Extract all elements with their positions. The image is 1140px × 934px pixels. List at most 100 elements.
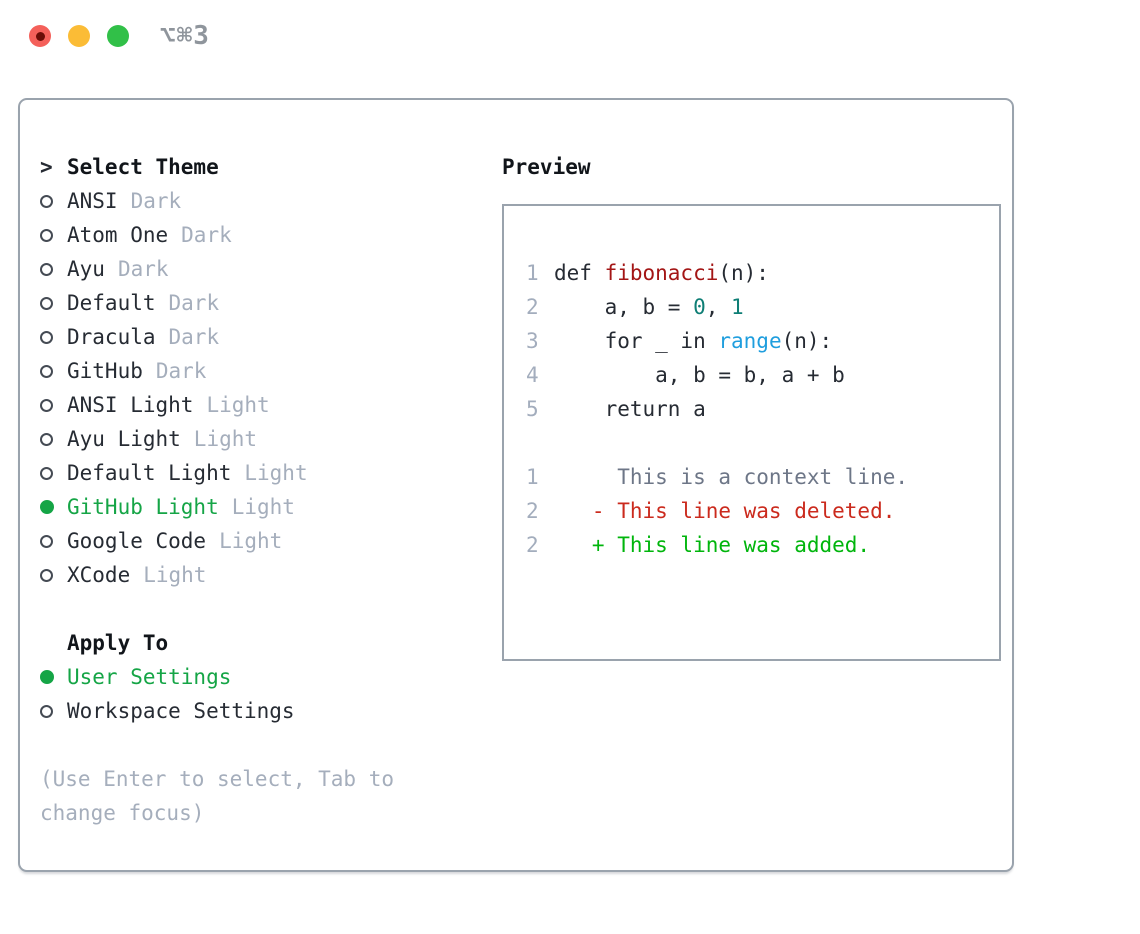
line-number: 2 xyxy=(526,499,539,523)
theme-variant-tag: Light xyxy=(244,461,308,485)
code-line: 5 return a xyxy=(526,392,999,426)
theme-option-dracula[interactable]: Dracula Dark xyxy=(40,320,490,354)
theme-option-github-light[interactable]: GitHub Light Light xyxy=(40,490,490,524)
code-token-number: 0 xyxy=(693,295,706,319)
theme-variant-tag: Dark xyxy=(155,359,207,383)
theme-option-default-light[interactable]: Default Light Light xyxy=(40,456,490,490)
apply-to-header: Apply To xyxy=(40,626,490,660)
select-theme-header: > Select Theme xyxy=(40,150,490,184)
title-bar: ⌥⌘3 xyxy=(0,0,1140,72)
theme-option-label: XCode xyxy=(67,563,131,587)
theme-option-label: Ayu Light xyxy=(67,427,181,451)
theme-variant-tag: Dark xyxy=(181,223,232,247)
theme-option-xcode[interactable]: XCode Light xyxy=(40,558,490,592)
radio-unselected-icon xyxy=(40,262,53,276)
code-line: 2 a, b = 0, 1 xyxy=(526,290,999,324)
theme-option-label: Default Light xyxy=(67,461,232,485)
blank-line xyxy=(526,426,999,460)
close-button-icon[interactable] xyxy=(29,25,51,47)
code-token-plain: return a xyxy=(554,397,706,421)
theme-variant-tag: Light xyxy=(231,495,295,519)
radio-unselected-icon xyxy=(40,296,53,310)
diff-sample: 1 This is a context line. 2 - This line w… xyxy=(526,460,999,562)
help-text: (Use Enter to select, Tab to change focu… xyxy=(40,767,395,825)
theme-variant-tag: Light xyxy=(219,529,283,553)
theme-option-default[interactable]: Default Dark xyxy=(40,286,490,320)
theme-option-atom-one[interactable]: Atom One Dark xyxy=(40,218,490,252)
apply-option-label: Workspace Settings xyxy=(67,699,295,723)
zoom-button-icon[interactable] xyxy=(107,25,129,47)
window-title: ⌥⌘3 xyxy=(160,21,210,51)
code-token-plain: def xyxy=(554,261,605,285)
radio-unselected-icon xyxy=(40,194,53,208)
apply-option-user-settings[interactable]: User Settings xyxy=(40,660,490,694)
traffic-lights xyxy=(29,25,129,47)
theme-option-label: GitHub xyxy=(67,359,143,383)
line-number: 2 xyxy=(526,533,539,557)
code-token-plain: (n): xyxy=(718,261,769,285)
line-number: 4 xyxy=(526,363,539,387)
theme-variant-tag: Light xyxy=(206,393,270,417)
theme-variant-tag: Light xyxy=(193,427,258,451)
line-number: 1 xyxy=(526,465,539,489)
radio-unselected-icon xyxy=(40,432,53,446)
code-token-plain: a, b = xyxy=(554,295,694,319)
diff-line-deleted: 2 - This line was deleted. xyxy=(526,494,999,528)
code-line: 3 for _ in range(n): xyxy=(526,324,999,358)
theme-option-label: Atom One xyxy=(67,223,169,247)
code-token-number: 1 xyxy=(731,295,744,319)
theme-variant-tag: Dark xyxy=(130,189,182,213)
caret-icon: > xyxy=(40,155,53,179)
theme-option-ansi[interactable]: ANSI Dark xyxy=(40,184,490,218)
theme-option-github[interactable]: GitHub Dark xyxy=(40,354,490,388)
theme-variant-tag: Dark xyxy=(168,325,220,349)
radio-unselected-icon xyxy=(40,466,53,480)
theme-option-label: Ayu xyxy=(67,257,105,281)
radio-unselected-icon xyxy=(40,364,53,378)
select-theme-title: Select Theme xyxy=(67,155,219,179)
line-number: 3 xyxy=(526,329,539,353)
diff-text: This is a context line. xyxy=(554,465,909,489)
theme-option-label: Default xyxy=(67,291,156,315)
radio-unselected-icon xyxy=(40,228,53,242)
diff-line-added: 2 + This line was added. xyxy=(526,528,999,562)
minimize-button-icon[interactable] xyxy=(68,25,90,47)
code-token-plain: (n): xyxy=(781,329,833,353)
code-token-builtin: range xyxy=(718,329,782,353)
apply-option-label: User Settings xyxy=(67,665,232,689)
code-token-plain: a, b = b, a + b xyxy=(554,363,845,387)
code-line: 4 a, b = b, a + b xyxy=(526,358,999,392)
line-number: 1 xyxy=(526,261,539,285)
apply-to-title: Apply To xyxy=(67,631,169,655)
apply-option-workspace-settings[interactable]: Workspace Settings xyxy=(40,694,490,728)
radio-unselected-icon xyxy=(40,568,53,582)
code-token-plain: for _ in xyxy=(554,329,719,353)
theme-option-label: Dracula xyxy=(67,325,156,349)
record-dot-icon xyxy=(35,31,45,41)
theme-option-ansi-light[interactable]: ANSI Light Light xyxy=(40,388,490,422)
theme-option-label: GitHub Light xyxy=(67,495,219,519)
radio-unselected-icon xyxy=(40,398,53,412)
line-number: 2 xyxy=(526,295,539,319)
theme-variant-tag: Light xyxy=(143,563,207,587)
theme-option-ayu-light[interactable]: Ayu Light Light xyxy=(40,422,490,456)
radio-unselected-icon xyxy=(40,704,53,718)
theme-option-label: ANSI Light xyxy=(67,393,194,417)
code-line: 1 def fibonacci(n): xyxy=(526,256,999,290)
theme-variant-tag: Dark xyxy=(168,291,220,315)
theme-option-label: ANSI xyxy=(67,189,118,213)
code-token-plain: , xyxy=(705,295,732,319)
code-token-function: fibonacci xyxy=(604,261,719,285)
diff-text: + This line was added. xyxy=(554,533,871,557)
